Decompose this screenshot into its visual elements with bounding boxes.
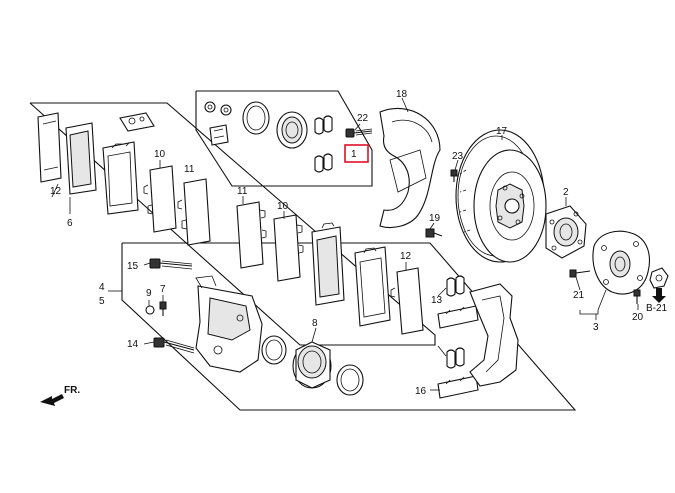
label-9[interactable]: 9	[146, 288, 152, 299]
brake-pad-set-left	[37, 112, 139, 215]
pad-retainer-16	[437, 305, 479, 399]
brake-pad-inner	[311, 222, 345, 306]
bleeder-screw-7	[159, 301, 167, 316]
label-19[interactable]: 19	[429, 213, 441, 224]
guide-pin-14	[153, 337, 195, 354]
caliper-piston	[292, 341, 332, 389]
label-5[interactable]: 5	[99, 296, 105, 307]
bolt-19	[425, 228, 443, 238]
label-7[interactable]: 7	[160, 284, 166, 295]
hub-nut	[649, 267, 669, 289]
label-20[interactable]: 20	[632, 312, 644, 323]
label-15[interactable]: 15	[127, 261, 139, 272]
front-direction-arrow-icon	[40, 394, 64, 406]
hub-bearing	[545, 205, 587, 259]
label-13[interactable]: 13	[431, 295, 443, 306]
label-6[interactable]: 6	[67, 218, 73, 229]
label-2[interactable]: 2	[563, 187, 569, 198]
splash-shield	[379, 107, 441, 229]
part-labels: 1 2 3 4 5 6 7 8 9 10 10 11 11 12 12 13 1…	[50, 89, 668, 397]
label-1[interactable]: 1	[351, 149, 357, 160]
label-10a[interactable]: 10	[154, 149, 166, 160]
dust-boot	[336, 364, 364, 396]
wheel-hub	[592, 230, 651, 295]
label-ref-b21[interactable]: B-21	[646, 303, 668, 314]
label-16[interactable]: 16	[415, 386, 427, 397]
label-12a[interactable]: 12	[50, 186, 62, 197]
pad-clip-top	[119, 112, 155, 132]
label-11a[interactable]: 11	[184, 164, 195, 175]
brake-pad-outer	[354, 246, 391, 327]
seal-kit-outline	[195, 90, 373, 187]
seal-kit-items	[204, 101, 333, 173]
label-23[interactable]: 23	[452, 151, 464, 162]
label-21[interactable]: 21	[573, 290, 585, 301]
caliper-bracket	[469, 283, 519, 387]
pad-shim-12b	[390, 267, 424, 335]
label-10b[interactable]: 10	[277, 201, 289, 212]
label-22[interactable]: 22	[357, 113, 369, 124]
pad-shim-10b	[273, 214, 304, 282]
hub-bolt-21	[569, 269, 591, 278]
label-8[interactable]: 8	[312, 318, 318, 329]
label-17[interactable]: 17	[496, 126, 508, 137]
pad-shim-11b	[236, 201, 267, 269]
pin-boot-13	[446, 275, 465, 369]
label-14[interactable]: 14	[127, 339, 139, 350]
label-18[interactable]: 18	[396, 89, 408, 100]
highlight-box-part-1	[344, 144, 369, 163]
screw-20	[633, 289, 641, 304]
caliper-body	[195, 275, 263, 373]
bleeder-cap-9	[145, 305, 155, 315]
bolt-22	[345, 128, 373, 138]
caliper-assembly-outline	[121, 242, 577, 411]
front-label: FR.	[64, 385, 80, 396]
guide-pin-15	[149, 258, 193, 270]
piston-seal	[261, 335, 287, 365]
label-12b[interactable]: 12	[400, 251, 412, 262]
label-3[interactable]: 3	[593, 322, 599, 333]
label-4[interactable]: 4	[99, 282, 105, 293]
pad-shim-10a	[143, 165, 177, 233]
leader-lines	[51, 97, 639, 391]
screw-23	[450, 169, 458, 182]
pad-shim-11a	[177, 178, 211, 246]
ref-down-arrow-icon	[652, 288, 666, 303]
brake-disc	[455, 129, 547, 263]
label-11b[interactable]: 11	[237, 186, 248, 197]
